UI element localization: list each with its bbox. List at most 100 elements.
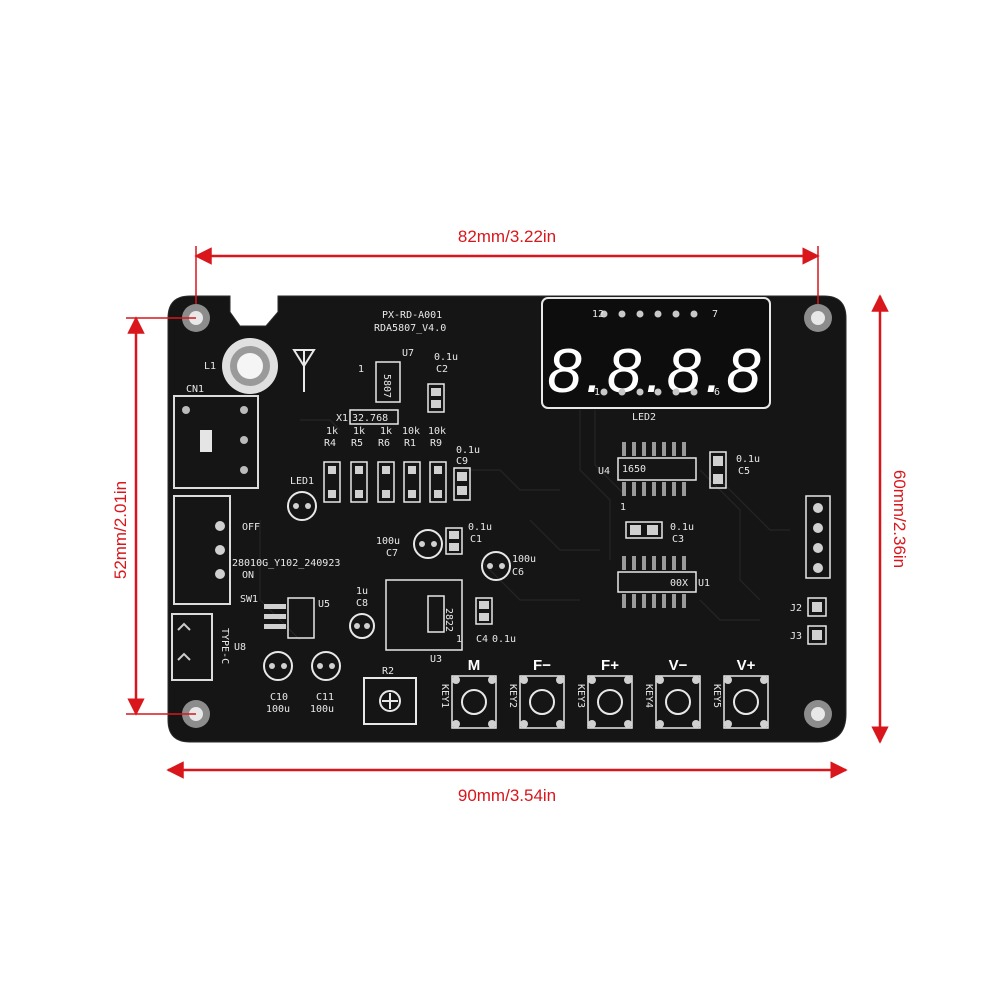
power-switch-sw1 (173, 495, 231, 605)
key-ref: KEY2 (507, 684, 518, 708)
key-pad (692, 676, 700, 684)
key-pad (624, 720, 632, 728)
key-pad (624, 676, 632, 684)
dim-bottom-label: 90mm/3.54in (458, 786, 556, 805)
silk-c10: C10 (270, 692, 288, 703)
seven-segment-display: 8.8.8.8 (541, 297, 771, 409)
regulator-u5 (264, 597, 315, 639)
key-cap[interactable] (665, 689, 691, 715)
connector-cn1 (173, 395, 259, 489)
silk-x1-val: 32.768 (352, 413, 388, 424)
jumper-j3 (807, 625, 827, 645)
key-ref: KEY1 (439, 684, 450, 708)
key-ref: KEY3 (575, 684, 586, 708)
key-cap[interactable] (597, 689, 623, 715)
key-pad (692, 720, 700, 728)
silk-c11: C11 (316, 692, 334, 703)
cap-c7 (413, 529, 443, 559)
antenna-icon (292, 349, 316, 392)
silk-r6: R6 (378, 438, 390, 449)
silk-c1-val: 0.1u (468, 522, 492, 533)
board-version: RDA5807_V4.0 (374, 323, 446, 334)
key-outline (451, 675, 497, 729)
silk-pin1-u7: 1 (358, 364, 364, 375)
usb-type-c-port (171, 613, 213, 681)
silk-c11-val: 100u (310, 704, 334, 715)
cap-c5 (709, 451, 727, 489)
inductor-l1 (222, 338, 278, 394)
silk-led1: LED1 (290, 476, 314, 487)
silk-r9-val: 10k (428, 426, 446, 437)
cap-c11 (311, 651, 341, 681)
key-outline (519, 675, 565, 729)
silk-r2: R2 (382, 666, 394, 677)
pin-header (805, 495, 831, 579)
key-cap[interactable] (461, 689, 487, 715)
silk-type-c: TYPE-C (219, 628, 230, 664)
silk-u7: U7 (402, 348, 414, 359)
key-pad (656, 676, 664, 684)
key-pad (760, 676, 768, 684)
silk-c3: C3 (672, 534, 684, 545)
key-button-2[interactable]: F− KEY2 (507, 657, 565, 729)
key-pad (556, 676, 564, 684)
dimension-lines (126, 246, 889, 779)
silk-u4: U4 (598, 466, 610, 477)
dim-right-label: 60mm/2.36in (890, 470, 909, 568)
key-outline (655, 675, 701, 729)
silk-c3-val: 0.1u (670, 522, 694, 533)
key-outline (587, 675, 633, 729)
crystal-x1 (349, 409, 399, 425)
cap-c1 (445, 527, 463, 555)
key-pad (520, 720, 528, 728)
key-button-3[interactable]: F+KEY3 (575, 657, 633, 729)
silk-u5: U5 (318, 599, 330, 610)
silk-j2: J2 (790, 603, 802, 614)
key-pad (760, 720, 768, 728)
silk-2822: 2822 (443, 608, 454, 632)
key-button-5[interactable]: V+KEY5 (711, 657, 769, 729)
cap-c8 (349, 613, 375, 639)
silk-c2: C2 (436, 364, 448, 375)
silk-pin1-u3: 1 (456, 634, 462, 645)
resistor-row: 1k R4 1k R5 1k R6 10k R1 10k R9 (323, 426, 447, 503)
key-cap[interactable] (529, 689, 555, 715)
key-pad (488, 720, 496, 728)
silk-cn1: CN1 (186, 384, 204, 395)
silk-c7: C7 (386, 548, 398, 559)
key-label: F− (533, 657, 551, 674)
silk-c1: C1 (470, 534, 482, 545)
cap-c3 (625, 521, 663, 539)
jumper-j2 (807, 597, 827, 617)
silk-r4: R4 (324, 438, 336, 449)
silk-c5: C5 (738, 466, 750, 477)
silk-5807: 5807 (381, 374, 392, 398)
silk-j3: J3 (790, 631, 802, 642)
amp-ic-u3 (385, 579, 463, 651)
key-pad (520, 676, 528, 684)
silk-c6: C6 (512, 567, 524, 578)
silk-pin1-u4: 1 (620, 502, 626, 513)
key-pad (724, 720, 732, 728)
silk-00x: 00X (670, 578, 688, 589)
silk-c9-val: 0.1u (456, 445, 480, 456)
key-pad (656, 720, 664, 728)
cap-c4 (475, 597, 493, 625)
silk-l1: L1 (204, 361, 216, 372)
key-pad (488, 676, 496, 684)
key-cap[interactable] (733, 689, 759, 715)
cap-c2 (427, 383, 445, 413)
silk-on: ON (242, 570, 254, 581)
key-outline (723, 675, 769, 729)
key-button-4[interactable]: V−KEY4 (643, 657, 701, 729)
key-ref: KEY5 (711, 684, 722, 708)
key-pad (452, 720, 460, 728)
silk-r1: R1 (404, 438, 416, 449)
silk-r1-val: 10k (402, 426, 420, 437)
silk-x1: X1 (336, 413, 348, 424)
silk-c5-val: 0.1u (736, 454, 760, 465)
